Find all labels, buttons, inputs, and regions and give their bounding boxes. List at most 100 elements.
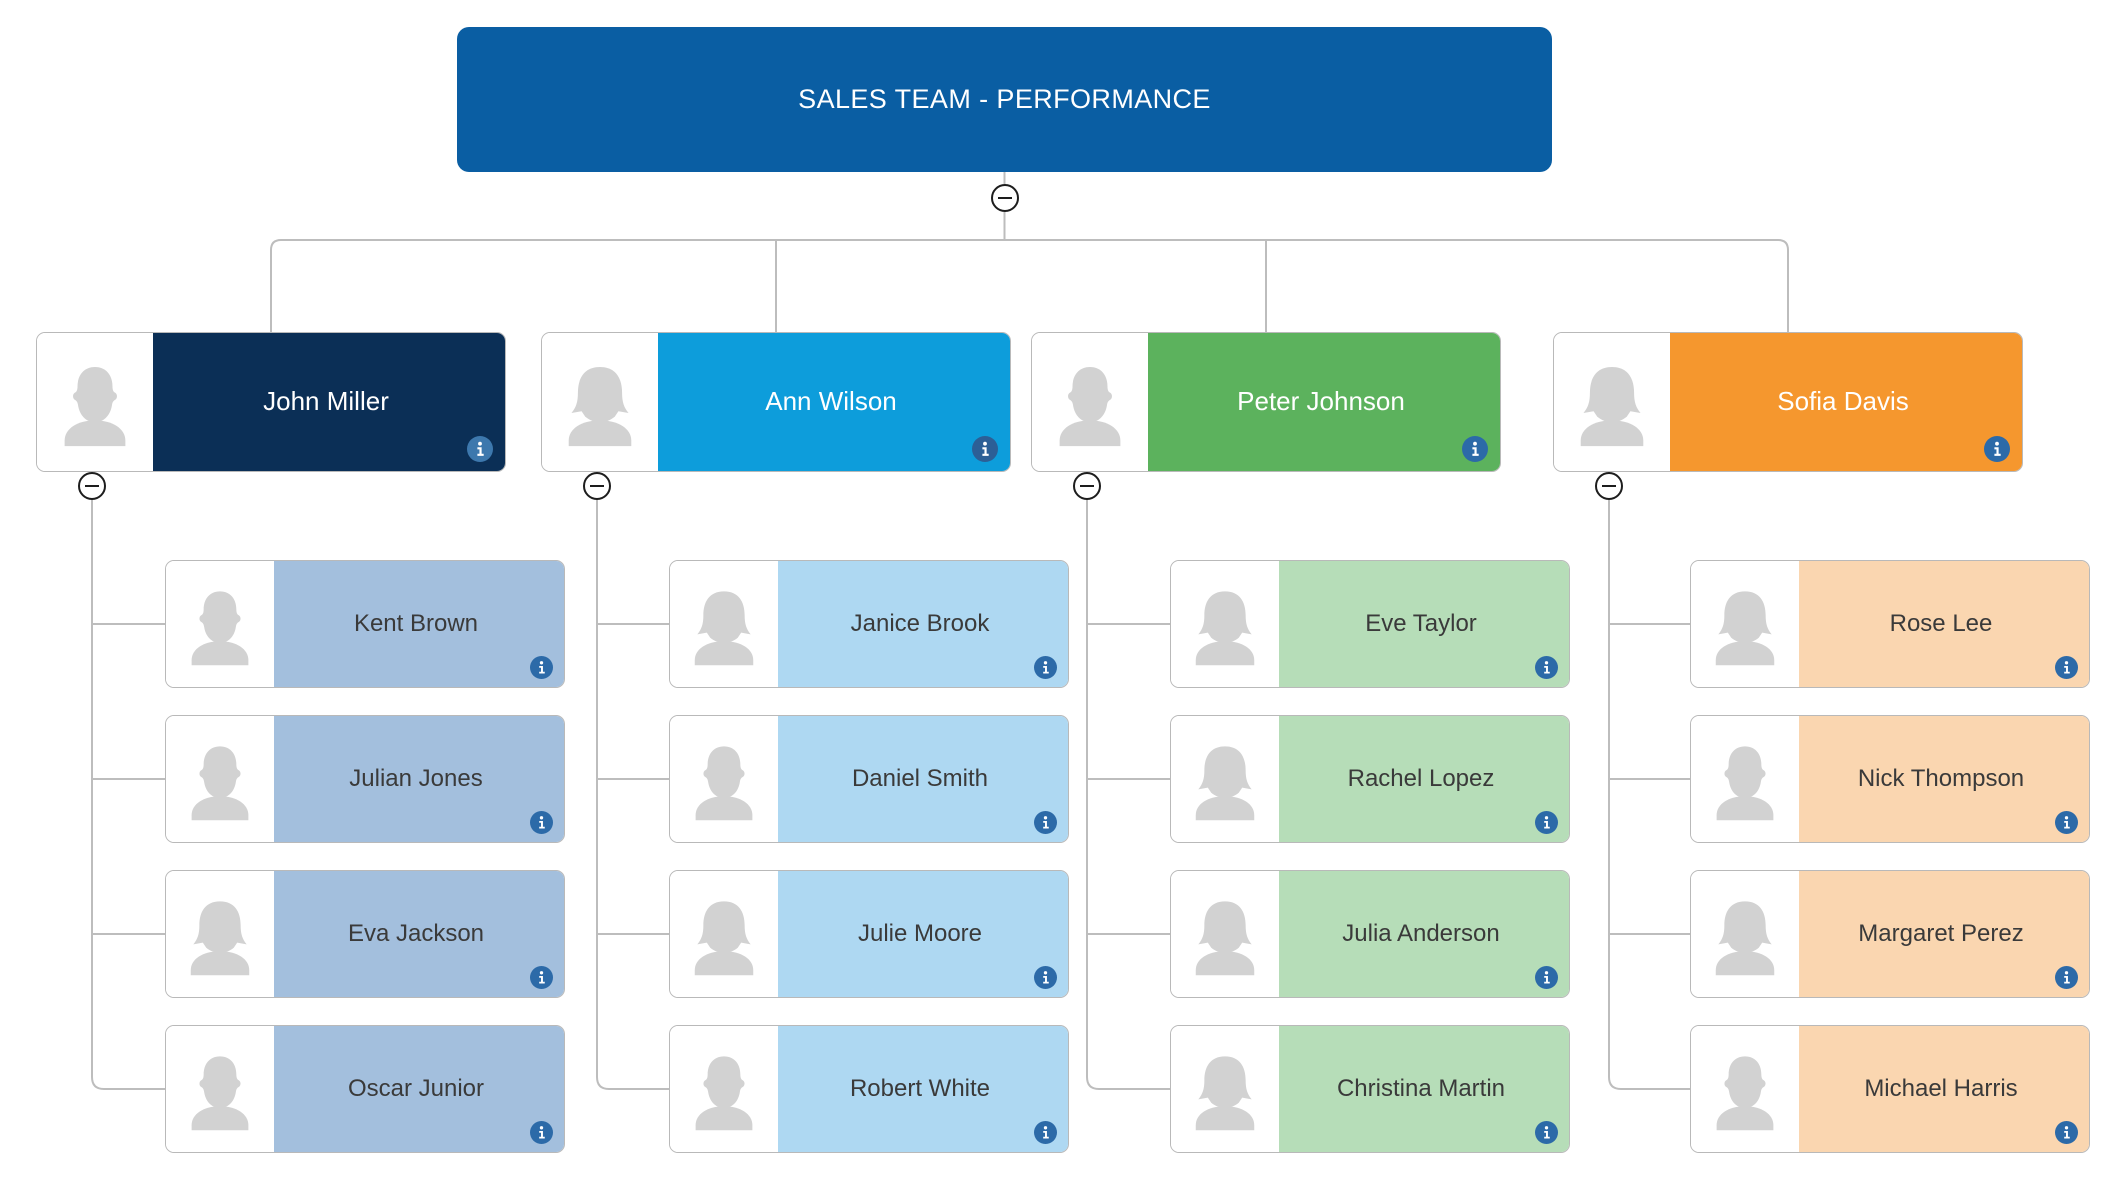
avatar-female-icon	[1715, 901, 1775, 976]
avatar	[166, 871, 274, 997]
info-icon[interactable]	[2055, 656, 2078, 679]
card-body: John Miller	[153, 333, 505, 471]
avatar-female-icon	[1195, 1056, 1255, 1131]
avatar	[166, 1026, 274, 1152]
report-card[interactable]: Michael Harris	[1690, 1025, 2090, 1153]
avatar-female-icon	[1195, 901, 1255, 976]
avatar	[1171, 716, 1279, 842]
info-icon[interactable]	[530, 811, 553, 834]
avatar	[1691, 561, 1799, 687]
avatar-male-icon	[695, 1056, 753, 1131]
info-icon[interactable]	[1034, 656, 1057, 679]
avatar-male-icon	[1716, 746, 1774, 821]
card-body: Julie Moore	[778, 871, 1068, 997]
avatar	[542, 333, 658, 471]
avatar	[1171, 561, 1279, 687]
card-body: Julia Anderson	[1279, 871, 1569, 997]
report-card[interactable]: Eva Jackson	[165, 870, 565, 998]
avatar-female-icon	[1580, 367, 1644, 447]
info-icon[interactable]	[1034, 811, 1057, 834]
avatar-male-icon	[191, 591, 249, 666]
card-body: Oscar Junior	[274, 1026, 564, 1152]
report-card[interactable]: Daniel Smith	[669, 715, 1069, 843]
avatar	[37, 333, 153, 471]
card-body: Michael Harris	[1799, 1026, 2089, 1152]
avatar	[1691, 1026, 1799, 1152]
info-icon[interactable]	[1462, 436, 1488, 462]
report-card[interactable]: Julia Anderson	[1170, 870, 1570, 998]
toggle-peter-johnson-collapse[interactable]	[1073, 472, 1101, 500]
report-name: Janice Brook	[850, 610, 990, 638]
info-icon[interactable]	[1034, 1121, 1057, 1144]
avatar-male-icon	[191, 1056, 249, 1131]
card-body: Eva Jackson	[274, 871, 564, 997]
info-icon[interactable]	[1535, 966, 1558, 989]
manager-name: John Miller	[263, 386, 389, 417]
manager-card[interactable]: Ann Wilson	[541, 332, 1011, 472]
root-node-sales-team[interactable]: SALES TEAM - PERFORMANCE	[457, 27, 1552, 172]
report-name: Julie Moore	[857, 920, 983, 948]
report-name: Margaret Perez	[1858, 920, 2024, 948]
manager-name: Sofia Davis	[1777, 386, 1909, 417]
card-body: Eve Taylor	[1279, 561, 1569, 687]
report-card[interactable]: Margaret Perez	[1690, 870, 2090, 998]
info-icon[interactable]	[2055, 1121, 2078, 1144]
manager-card[interactable]: Peter Johnson	[1031, 332, 1501, 472]
report-card[interactable]: Nick Thompson	[1690, 715, 2090, 843]
report-card[interactable]: Christina Martin	[1170, 1025, 1570, 1153]
report-name: Christina Martin	[1336, 1075, 1506, 1103]
avatar	[670, 561, 778, 687]
avatar	[1171, 1026, 1279, 1152]
info-icon[interactable]	[2055, 966, 2078, 989]
report-card[interactable]: Julian Jones	[165, 715, 565, 843]
manager-card[interactable]: John Miller	[36, 332, 506, 472]
toggle-john-miller-collapse[interactable]	[78, 472, 106, 500]
avatar	[1691, 871, 1799, 997]
report-card[interactable]: Robert White	[669, 1025, 1069, 1153]
info-icon[interactable]	[530, 1121, 553, 1144]
avatar-female-icon	[1195, 746, 1255, 821]
avatar	[1554, 333, 1670, 471]
card-body: Christina Martin	[1279, 1026, 1569, 1152]
report-name: Oscar Junior	[347, 1075, 485, 1103]
manager-name: Ann Wilson	[765, 386, 897, 417]
report-card[interactable]: Rose Lee	[1690, 560, 2090, 688]
card-body: Rose Lee	[1799, 561, 2089, 687]
report-card[interactable]: Oscar Junior	[165, 1025, 565, 1153]
report-card[interactable]: Rachel Lopez	[1170, 715, 1570, 843]
report-name: Robert White	[849, 1075, 991, 1103]
report-name: Michael Harris	[1864, 1075, 2018, 1103]
avatar	[670, 1026, 778, 1152]
card-body: Peter Johnson	[1148, 333, 1500, 471]
report-card[interactable]: Eve Taylor	[1170, 560, 1570, 688]
manager-card[interactable]: Sofia Davis	[1553, 332, 2023, 472]
card-body: Nick Thompson	[1799, 716, 2089, 842]
info-icon[interactable]	[467, 436, 493, 462]
info-icon[interactable]	[1034, 966, 1057, 989]
info-icon[interactable]	[530, 656, 553, 679]
info-icon[interactable]	[2055, 811, 2078, 834]
info-icon[interactable]	[1535, 1121, 1558, 1144]
toggle-root-collapse[interactable]	[990, 184, 1019, 212]
page-title: SALES TEAM - PERFORMANCE	[798, 84, 1211, 114]
info-icon[interactable]	[972, 436, 998, 462]
card-body: Sofia Davis	[1670, 333, 2022, 471]
toggle-sofia-davis-collapse[interactable]	[1595, 472, 1623, 500]
avatar	[1691, 716, 1799, 842]
avatar-male-icon	[64, 367, 126, 447]
report-card[interactable]: Julie Moore	[669, 870, 1069, 998]
info-icon[interactable]	[530, 966, 553, 989]
toggle-ann-wilson-collapse[interactable]	[583, 472, 611, 500]
avatar-female-icon	[1715, 591, 1775, 666]
avatar	[1171, 871, 1279, 997]
report-card[interactable]: Janice Brook	[669, 560, 1069, 688]
avatar-female-icon	[1195, 591, 1255, 666]
avatar-female-icon	[568, 367, 632, 447]
report-card[interactable]: Kent Brown	[165, 560, 565, 688]
card-body: Rachel Lopez	[1279, 716, 1569, 842]
info-icon[interactable]	[1535, 811, 1558, 834]
info-icon[interactable]	[1535, 656, 1558, 679]
info-icon[interactable]	[1984, 436, 2010, 462]
avatar-male-icon	[1059, 367, 1121, 447]
